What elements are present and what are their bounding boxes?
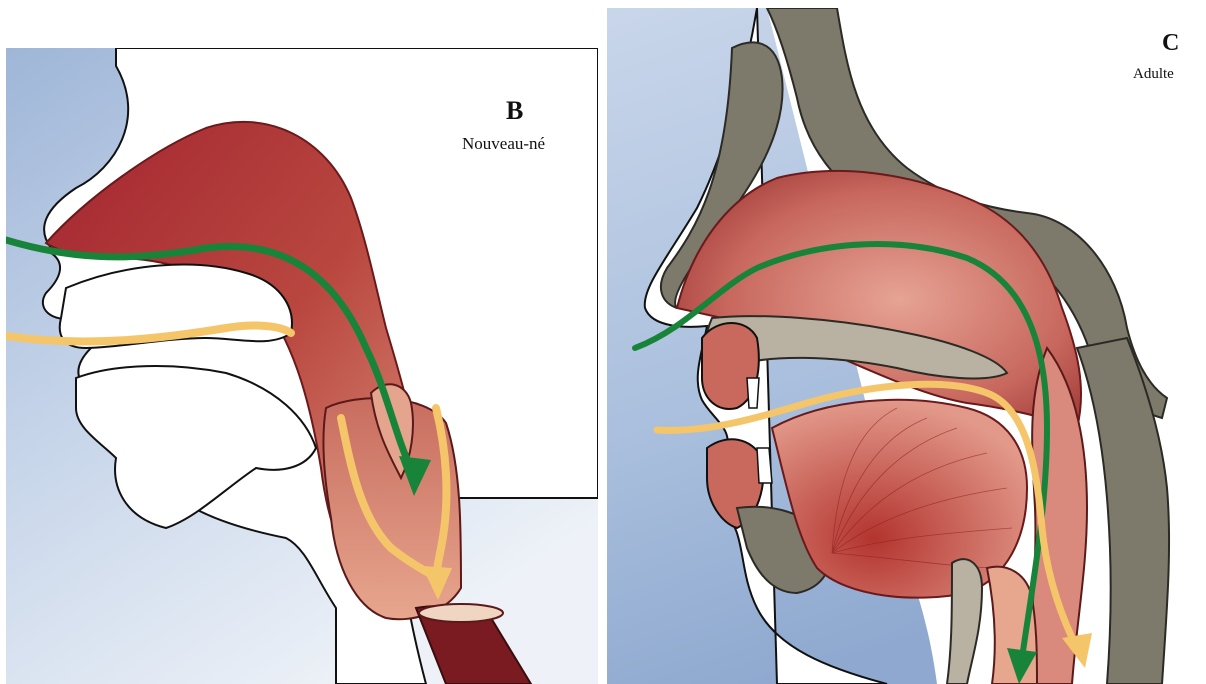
tooth-upper [747, 378, 759, 408]
ring [419, 604, 503, 622]
panel-letter-b: B [506, 96, 523, 126]
panel-caption-newborn: Nouveau-né [462, 134, 545, 154]
adult-diagram [607, 8, 1206, 684]
panel-caption-adult: Adulte [1133, 66, 1174, 83]
panel-newborn: B Nouveau-né [6, 48, 598, 684]
tooth-lower [757, 448, 772, 483]
panel-adult: C Adulte [607, 8, 1206, 684]
panel-letter-c: C [1162, 30, 1179, 57]
